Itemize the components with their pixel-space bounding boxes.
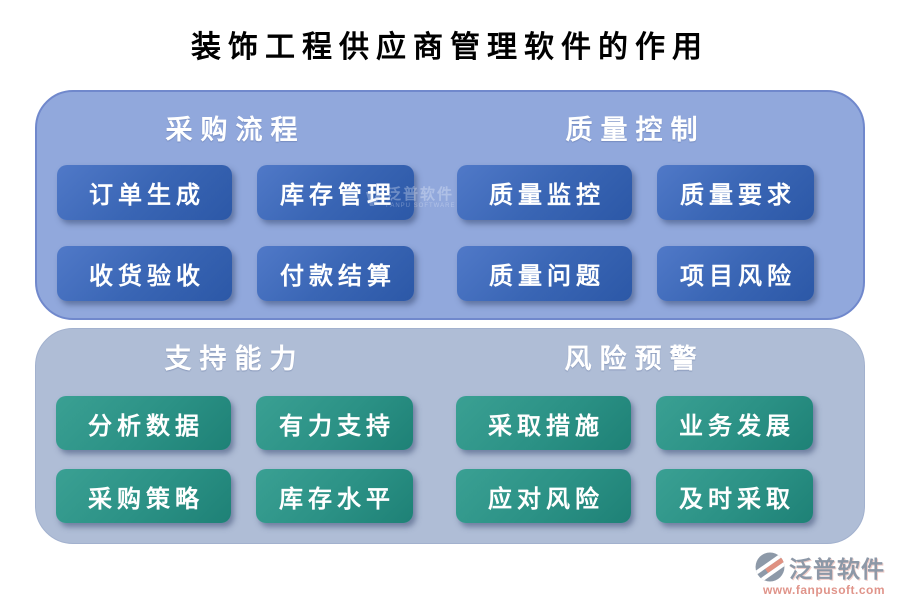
quality-issues-button[interactable]: 质量问题	[457, 246, 632, 301]
support-risk-panel: 支持能力 分析数据 有力支持 采购策略 库存水平 风险预警 采取措施 业务发展 …	[35, 328, 865, 544]
risk-warning-header: 风险预警	[564, 344, 705, 374]
data-analysis-button[interactable]: 分析数据	[56, 396, 231, 450]
inventory-level-button[interactable]: 库存水平	[256, 469, 413, 523]
quality-requirements-button[interactable]: 质量要求	[657, 165, 814, 220]
inventory-management-button[interactable]: 库存管理	[257, 165, 414, 220]
strong-support-button[interactable]: 有力支持	[256, 396, 413, 450]
fanpu-logo-url: www.fanpusoft.com	[762, 583, 886, 597]
procurement-strategy-button[interactable]: 采购策略	[56, 469, 231, 523]
support-capability-section: 支持能力 分析数据 有力支持 采购策略 库存水平	[56, 329, 413, 543]
order-generation-button[interactable]: 订单生成	[57, 165, 232, 220]
procurement-process-header: 采购流程	[165, 115, 306, 145]
fanpu-logo-icon	[755, 552, 785, 582]
take-measures-button[interactable]: 采取措施	[456, 396, 631, 450]
project-risk-button[interactable]: 项目风险	[657, 246, 814, 301]
quality-monitoring-button[interactable]: 质量监控	[457, 165, 632, 220]
risk-response-button[interactable]: 应对风险	[456, 469, 631, 523]
quality-control-section: 质量控制 质量监控 质量要求 质量问题 项目风险	[457, 92, 814, 318]
fanpu-logo-text: 泛普软件	[789, 556, 885, 582]
fanpu-logo: 泛普软件 www.fanpusoft.com	[753, 550, 895, 597]
receipt-acceptance-button[interactable]: 收货验收	[57, 246, 232, 301]
timely-action-button[interactable]: 及时采取	[656, 469, 813, 523]
support-capability-header: 支持能力	[164, 344, 305, 374]
page-title: 装饰工程供应商管理软件的作用	[191, 31, 709, 64]
payment-settlement-button[interactable]: 付款结算	[257, 246, 414, 301]
procurement-quality-panel: 采购流程 订单生成 库存管理 收货验收 付款结算 质量控制 质量监控 质量要求 …	[35, 90, 865, 320]
risk-warning-section: 风险预警 采取措施 业务发展 应对风险 及时采取	[456, 329, 813, 543]
business-development-button[interactable]: 业务发展	[656, 396, 813, 450]
quality-control-header: 质量控制	[565, 115, 706, 145]
procurement-process-section: 采购流程 订单生成 库存管理 收货验收 付款结算	[57, 92, 414, 318]
